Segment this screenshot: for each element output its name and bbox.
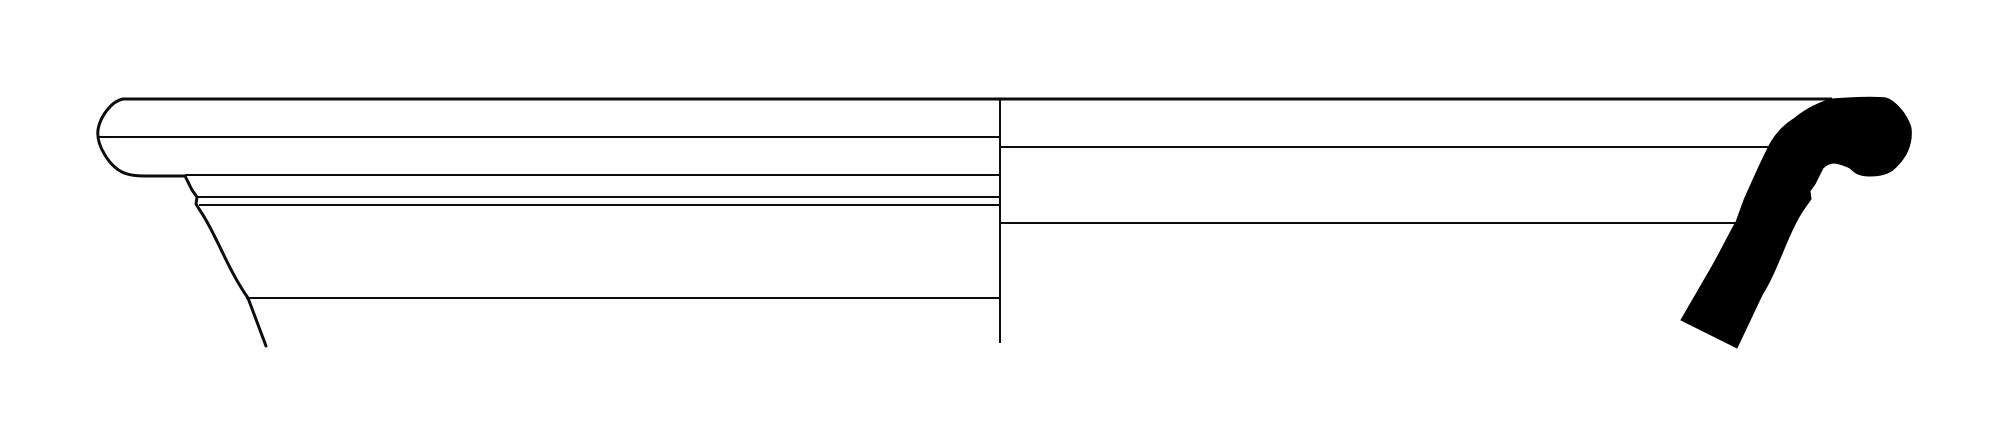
exterior-profile-outline [96,97,268,348]
section-profile-fill [1680,96,1912,349]
